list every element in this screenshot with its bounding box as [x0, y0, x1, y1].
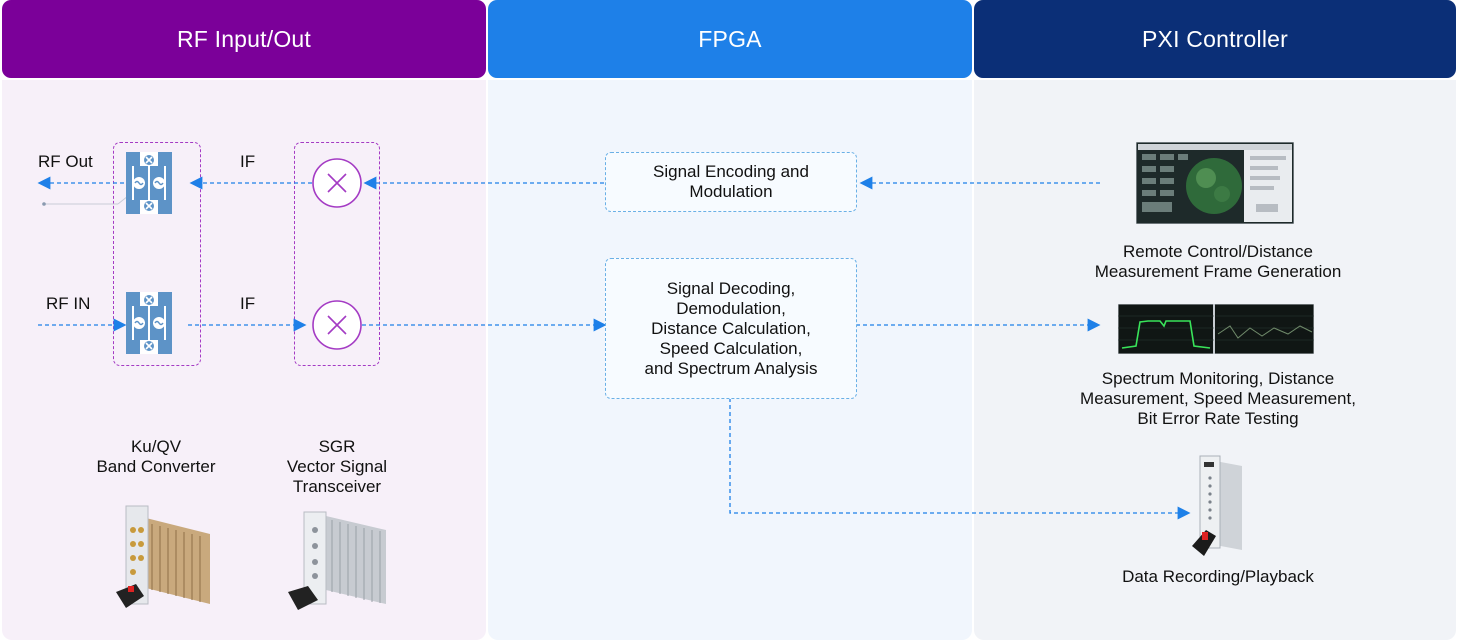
vector-signal-transceiver-image	[288, 511, 386, 610]
data-recording-label: Data Recording/Playback	[1122, 567, 1314, 586]
if-label-top: IF	[240, 152, 256, 171]
if-label-bottom: IF	[240, 294, 256, 313]
down-converter-icon	[126, 292, 172, 354]
rf-column-header: RF Input/Out	[2, 0, 486, 78]
remote-control-software-screenshot	[1136, 142, 1294, 224]
decoding-analysis-box: Signal Decoding,Demodulation,Distance Ca…	[605, 258, 857, 399]
rf-in-label: RF IN	[46, 294, 91, 313]
band-converter-module-image	[116, 505, 210, 608]
pxi-column-header: PXI Controller	[974, 0, 1456, 78]
fpga-column-header: FPGA	[488, 0, 972, 78]
data-recorder-module-image	[1192, 455, 1242, 556]
mixer-icon-bottom	[312, 300, 362, 350]
rf-out-label: RF Out	[38, 152, 93, 171]
rf-column-background	[2, 80, 486, 640]
mixer-group-box	[294, 142, 380, 366]
mixer-icon-top	[312, 158, 362, 208]
up-converter-icon	[126, 152, 172, 214]
spectrum-analyzer-screenshot	[1118, 304, 1314, 354]
converter-group-box	[113, 142, 201, 366]
